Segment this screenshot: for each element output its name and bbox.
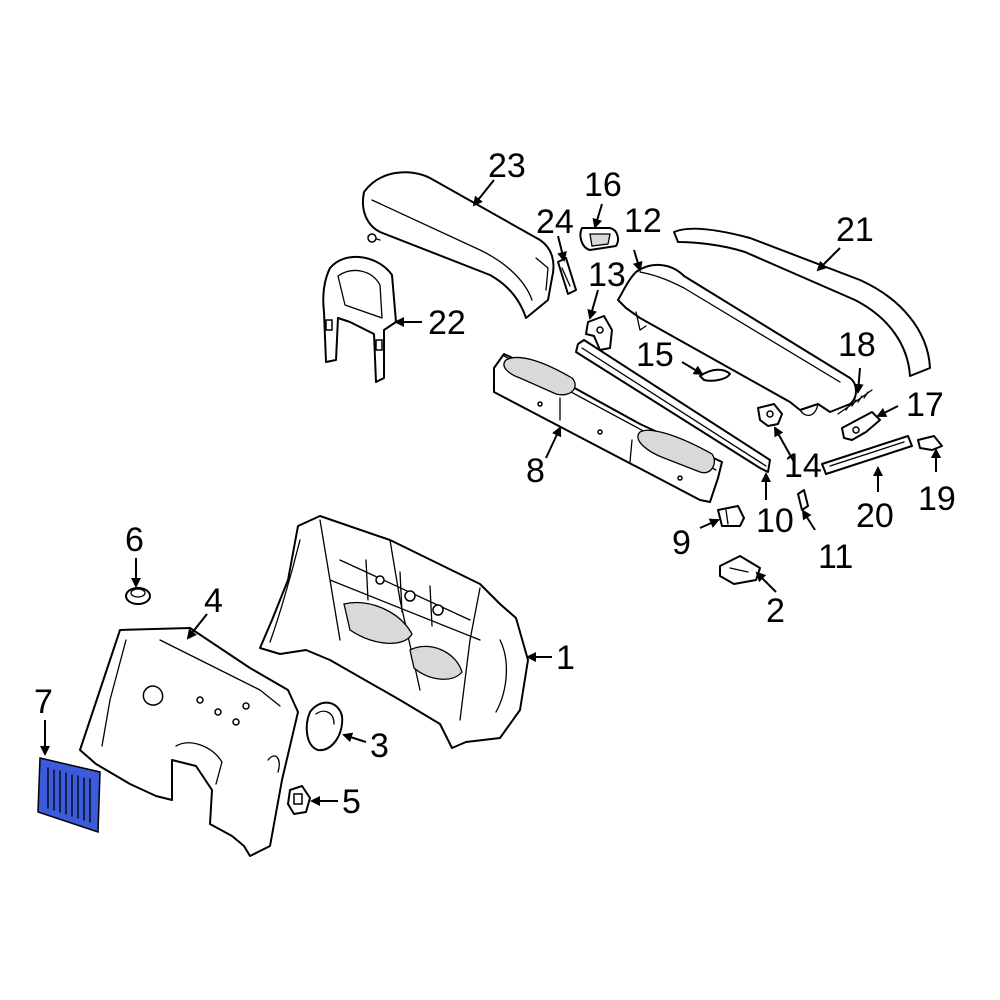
callout-2: 2 — [766, 592, 785, 630]
part-12-rear-shelf[interactable] — [617, 264, 857, 416]
part-3-round-cover[interactable] — [305, 701, 344, 752]
part-5-retainer[interactable] — [287, 785, 311, 815]
callout-12: 12 — [624, 202, 662, 240]
part-4-trim-panel[interactable] — [79, 627, 299, 857]
callout-7: 7 — [34, 683, 53, 721]
callout-22: 22 — [428, 304, 466, 342]
callout-13: 13 — [588, 256, 626, 294]
part-9-clip[interactable] — [717, 505, 745, 527]
callout-17: 17 — [906, 386, 944, 424]
callout-8: 8 — [526, 452, 545, 490]
part-7-fill[interactable] — [37, 757, 101, 834]
callout-labels: 1 2 3 4 5 6 7 8 9 10 11 12 13 14 15 16 1… — [34, 147, 956, 821]
callout-10: 10 — [756, 502, 794, 540]
part-7-highlighted-panel[interactable] — [37, 757, 101, 834]
callout-3: 3 — [370, 727, 389, 765]
part-15-plate[interactable] — [699, 368, 731, 382]
part-18-spring[interactable] — [837, 389, 873, 415]
part-23-cover-panel[interactable] — [362, 171, 555, 319]
part-20-rail[interactable] — [821, 435, 913, 475]
callout-23: 23 — [488, 147, 526, 185]
callout-14: 14 — [784, 447, 822, 485]
callout-19: 19 — [918, 480, 956, 518]
callout-11: 11 — [818, 538, 853, 576]
part-14-hinge[interactable] — [757, 403, 783, 427]
part-1-bulkhead[interactable] — [259, 515, 529, 749]
callout-16: 16 — [584, 166, 622, 204]
callout-24: 24 — [536, 203, 574, 241]
part-8-crossmember[interactable] — [493, 353, 723, 503]
part-13-bracket[interactable] — [585, 315, 613, 351]
callout-6: 6 — [125, 521, 144, 559]
part-24-clip[interactable] — [557, 257, 577, 295]
callout-21: 21 — [836, 211, 874, 249]
part-6-plug[interactable] — [125, 587, 151, 605]
part-2-mount[interactable] — [719, 555, 761, 585]
part-21-weatherstrip[interactable] — [673, 227, 931, 377]
callout-9: 9 — [672, 524, 691, 562]
callout-1: 1 — [556, 639, 575, 677]
part-22-headrest-frame[interactable] — [322, 255, 397, 383]
part-11-pin[interactable] — [797, 489, 809, 511]
part-16-small-cover[interactable] — [579, 227, 619, 251]
part-19-small-bracket[interactable] — [917, 435, 943, 451]
callout-5: 5 — [342, 783, 361, 821]
part-17-latch[interactable] — [841, 411, 881, 441]
callout-20: 20 — [856, 497, 894, 535]
callout-15: 15 — [636, 336, 674, 374]
callout-4: 4 — [204, 582, 223, 620]
leader-lines — [40, 179, 941, 806]
callout-18: 18 — [838, 326, 876, 364]
